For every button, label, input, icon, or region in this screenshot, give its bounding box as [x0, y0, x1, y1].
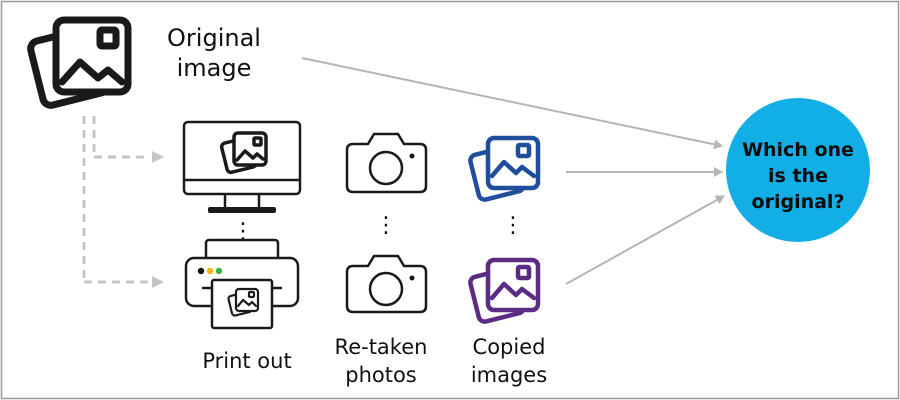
copied-image-icon-blue: [468, 135, 541, 202]
arrow-original-to-question: [301, 57, 723, 150]
copied-images-label-line1: Copied: [473, 335, 546, 359]
copied-image-icon-purple: [468, 257, 541, 324]
ellipsis-copied: ⋮: [502, 213, 524, 238]
original-image-label-line2: image: [177, 54, 252, 82]
arrow-purple-to-question: [565, 195, 725, 285]
original-image-icon: [27, 16, 132, 109]
question-line1: Which one: [742, 139, 854, 161]
arrows-to-question: [301, 57, 725, 285]
printer-led-green: [215, 267, 223, 275]
printer-led-black: [197, 267, 205, 275]
monitor-icon: [182, 120, 302, 213]
monitor-screen-image-icon: [219, 131, 268, 175]
ellipsis-print: ⋮: [232, 219, 254, 244]
question-line2: is the: [768, 165, 828, 187]
printer-led-yellow: [206, 267, 214, 275]
printer-icon: [184, 238, 300, 330]
question-line3: original?: [752, 191, 845, 213]
original-image-label-line1: Original: [167, 24, 261, 52]
retaken-photos-label-line1: Re-taken: [335, 335, 428, 359]
copied-images-label-line2: images: [471, 363, 547, 387]
question-circle: [726, 98, 870, 242]
dashed-arrow-head-printer: [152, 276, 164, 288]
print-out-label: Print out: [202, 349, 291, 373]
camera-icon-bottom: [345, 254, 428, 314]
dashed-branch-lines: [82, 116, 150, 284]
printed-image-icon: [227, 287, 260, 317]
dashed-arrow-head-monitor: [152, 151, 164, 163]
retaken-photos-label-line2: photos: [345, 363, 417, 387]
ellipsis-camera: ⋮: [375, 213, 397, 238]
camera-icon-top: [345, 132, 428, 194]
